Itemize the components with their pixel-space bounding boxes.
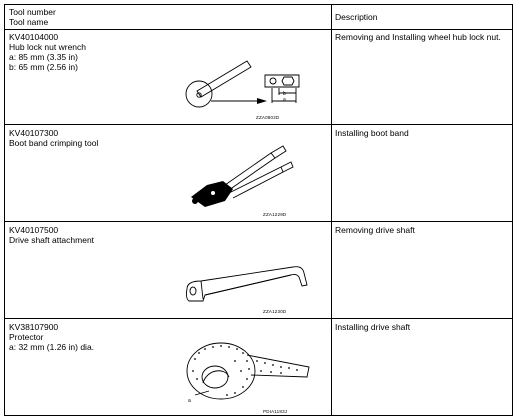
figure-code: ZZA1230D [263, 309, 287, 314]
figure-code: ZZA0802D [256, 115, 280, 120]
header-tool-name: Tool name [9, 17, 49, 27]
row-divider [5, 318, 512, 319]
protector-illustration [186, 342, 310, 400]
tool-description: Removing and Installing wheel hub lock n… [335, 32, 501, 42]
figure-code: ZZA1229D [263, 212, 287, 217]
row-divider [5, 221, 512, 222]
tool-description: Installing boot band [335, 128, 409, 138]
dimension-label: a [188, 398, 191, 404]
header-tool-number: Tool number [9, 7, 56, 17]
tool-name: Drive shaft attachment [9, 235, 95, 245]
boot-band-crimping-tool-illustration [191, 145, 294, 207]
tool-description: Installing drive shaft [335, 322, 411, 332]
tool-spec: a: 32 mm (1.26 in) dia. [9, 342, 95, 352]
tool-spec: b: 65 mm (2.56 in) [9, 62, 78, 72]
tool-description: Removing drive shaft [335, 225, 415, 235]
hub-lock-nut-wrench-illustration [185, 60, 300, 108]
row-divider [5, 124, 512, 125]
special-service-tools-table: Tool number Tool name Description KV4010… [4, 4, 513, 416]
dimension-label: b [283, 91, 286, 97]
header-divider [5, 29, 512, 30]
header-description: Description [335, 12, 378, 22]
tool-number: KV40107500 [9, 225, 59, 235]
figure-code: PDIA1183J [263, 409, 288, 414]
column-divider [331, 5, 332, 415]
tool-spec: a: 85 mm (3.35 in) [9, 52, 78, 62]
dimension-label: a [283, 97, 286, 103]
drive-shaft-attachment-illustration [185, 266, 308, 302]
tool-name: Boot band crimping tool [9, 138, 99, 148]
tool-name: Hub lock nut wrench [9, 42, 87, 52]
tool-number: KV40107300 [9, 128, 59, 138]
tool-name: Protector [9, 332, 44, 342]
tool-number: KV40104000 [9, 32, 59, 42]
tool-number: KV38107900 [9, 322, 59, 332]
